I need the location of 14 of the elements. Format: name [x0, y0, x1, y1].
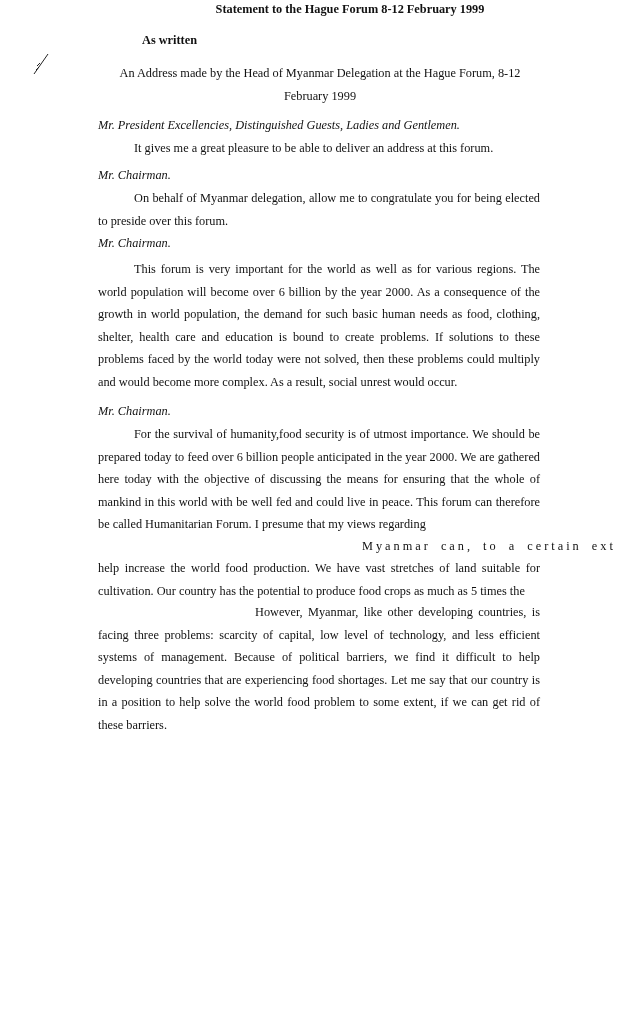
paragraph: However, Myanmar, like other developing countries, is facing three problems: scarcity of capital, low level of technology, and less efficient systems of management. Because of political barriers, we find it difficult to help developing countries that are experiencing food shortages. Let me say that our country is in a position to help solve the world food problem to some extent, if we can get rid of these barriers. — [98, 604, 540, 734]
paragraph-fragment: Myanmar can, to a certain ext — [362, 538, 616, 555]
page-heading: Statement to the Hague Forum 8-12 February 1999 — [214, 1, 486, 18]
paragraph: This forum is very important for the world as well as for various regions. The world population will become over 6 billion by the year 2000. As a consequence of the growth in world population, the demand for such basic human needs as food, clothing, shelter, health care and education is bound to create problems. If solutions to these problems faced by the world today were not solved, then these problems could multiply and would become more complex. As a result, social unrest would occur. — [98, 261, 540, 391]
paragraph: On behalf of Myanmar delegation, allow me to congratulate you for being elected to preside over this forum. — [98, 190, 540, 230]
paragraph: help increase the world food production. We have vast stretches of land suitable for cultivation. Our country has the potential to produce food crops as much as 5 times the — [98, 560, 540, 600]
address-title: An Address made by the Head of Myanmar Delegation at the Hague Forum, 8-12 February 1999 — [118, 65, 522, 105]
salutation: Mr. Chairman. — [98, 167, 171, 184]
paragraph: It gives me a great pleasure to be able to deliver an address at this forum. — [133, 140, 495, 157]
salutation: Mr. Chairman. — [98, 235, 171, 252]
paragraph: For the survival of humanity,food security is of utmost importance. We should be prepared today to feed over 6 billion people anticipated in the year 2000. We are gathered here today with the objective of discussing the means for ensuring that the whole of mankind in this world with be well fed and could live in peace. This forum can therefore be called Humanitarian Forum. I presume that my views regarding — [98, 426, 540, 534]
subheading: As written — [142, 32, 197, 49]
salutation: Mr. President Excellencies, Distinguished Guests, Ladies and Gentlemen. — [98, 117, 460, 134]
salutation: Mr. Chairman. — [98, 403, 171, 420]
